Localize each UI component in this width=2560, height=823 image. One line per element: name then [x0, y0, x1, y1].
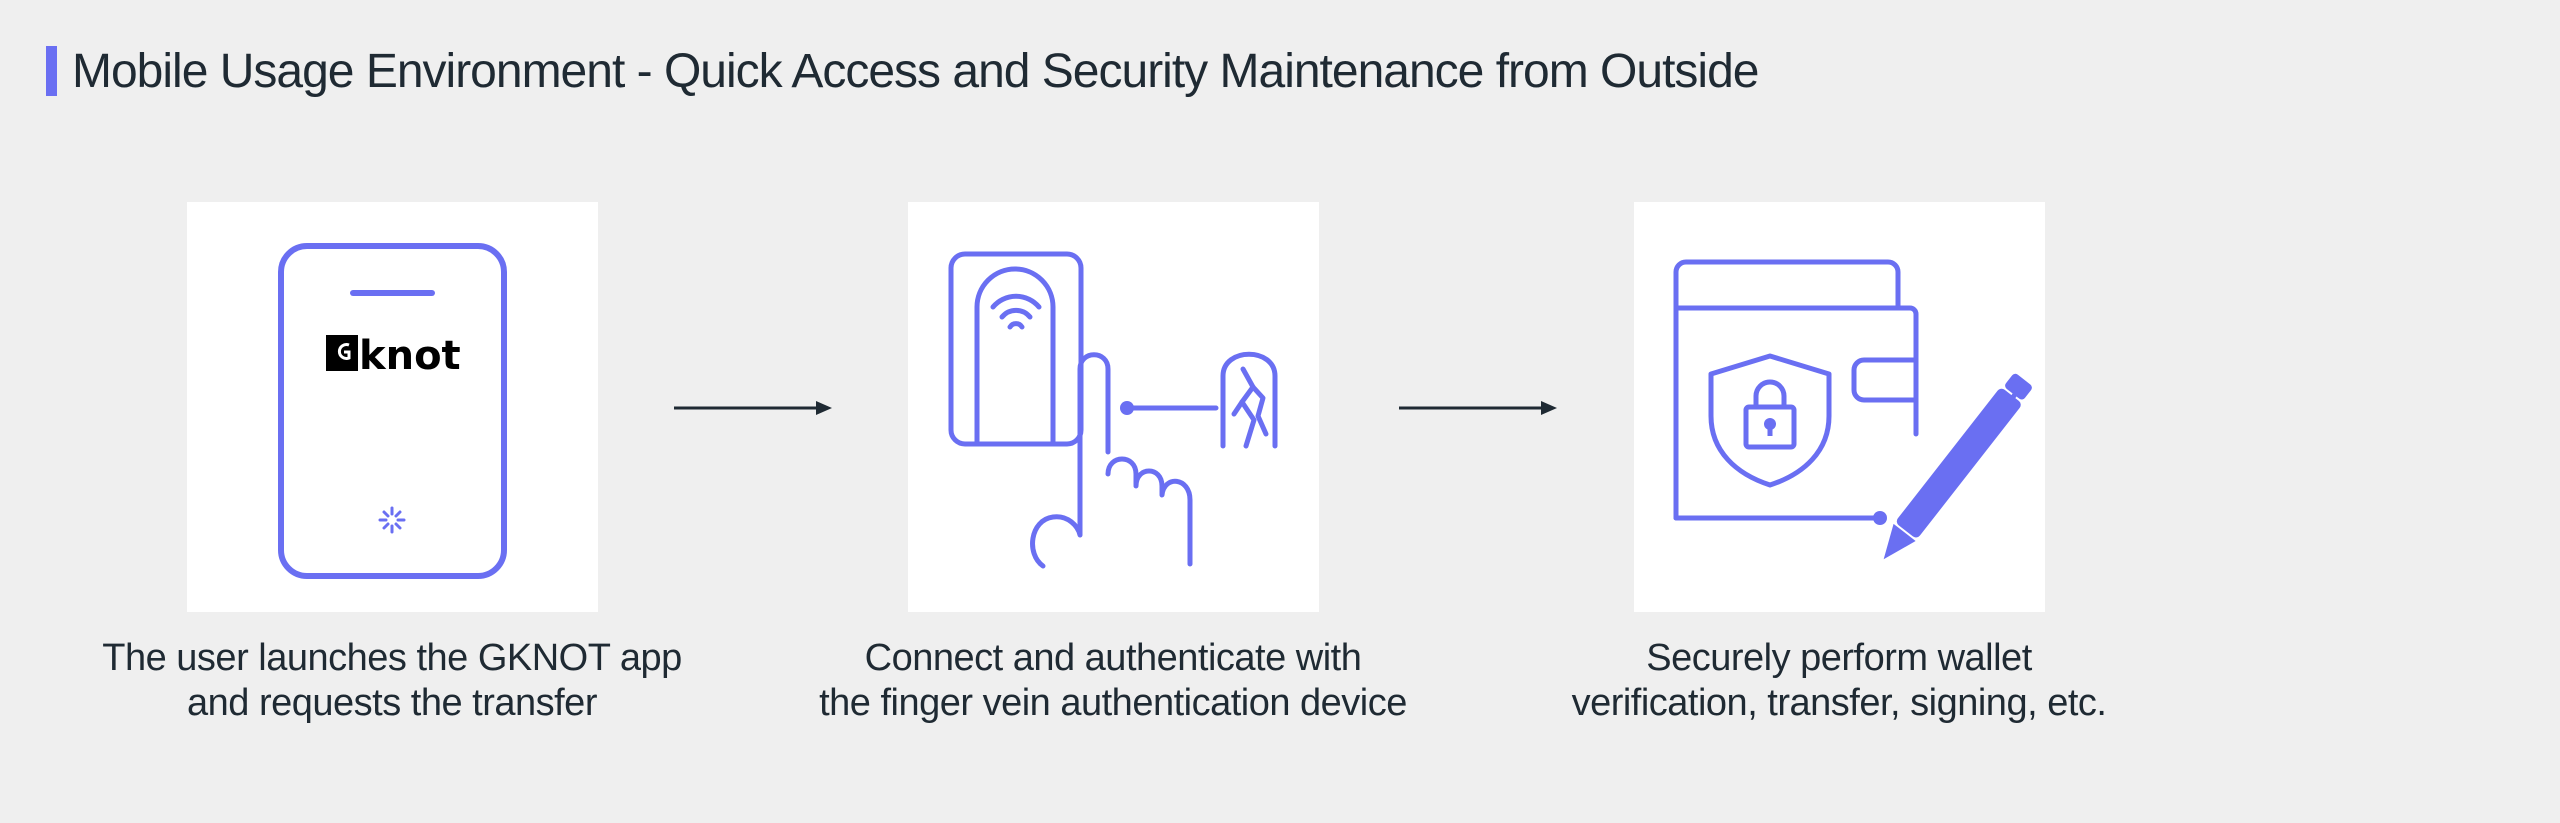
- step-card-secure-wallet: [1634, 202, 2045, 612]
- pen-icon: [1883, 373, 2032, 560]
- page-title: Mobile Usage Environment - Quick Access …: [72, 45, 1759, 98]
- step-caption-secure-wallet: Securely perform wallet verification, tr…: [1571, 637, 2107, 724]
- smartphone-icon: knot: [278, 243, 507, 579]
- gknot-logo: knot: [326, 333, 461, 379]
- gknot-logo-text: knot: [359, 333, 461, 379]
- step-card-finger-vein: [908, 202, 1319, 612]
- finger-vein-device-icon: [948, 251, 1278, 569]
- loading-spinner-icon: [378, 506, 406, 534]
- step-caption-finger-vein: Connect and authenticate with the finger…: [819, 637, 1407, 724]
- arrow-right-icon: [1399, 401, 1557, 415]
- step-card-launch-app: knot: [187, 202, 598, 612]
- title-accent-bar: [46, 46, 57, 96]
- step-caption-launch-app: The user launches the GKNOT app and requ…: [102, 637, 682, 724]
- arrow-right-icon: [674, 401, 832, 415]
- secure-wallet-signing-icon: [1673, 259, 2032, 560]
